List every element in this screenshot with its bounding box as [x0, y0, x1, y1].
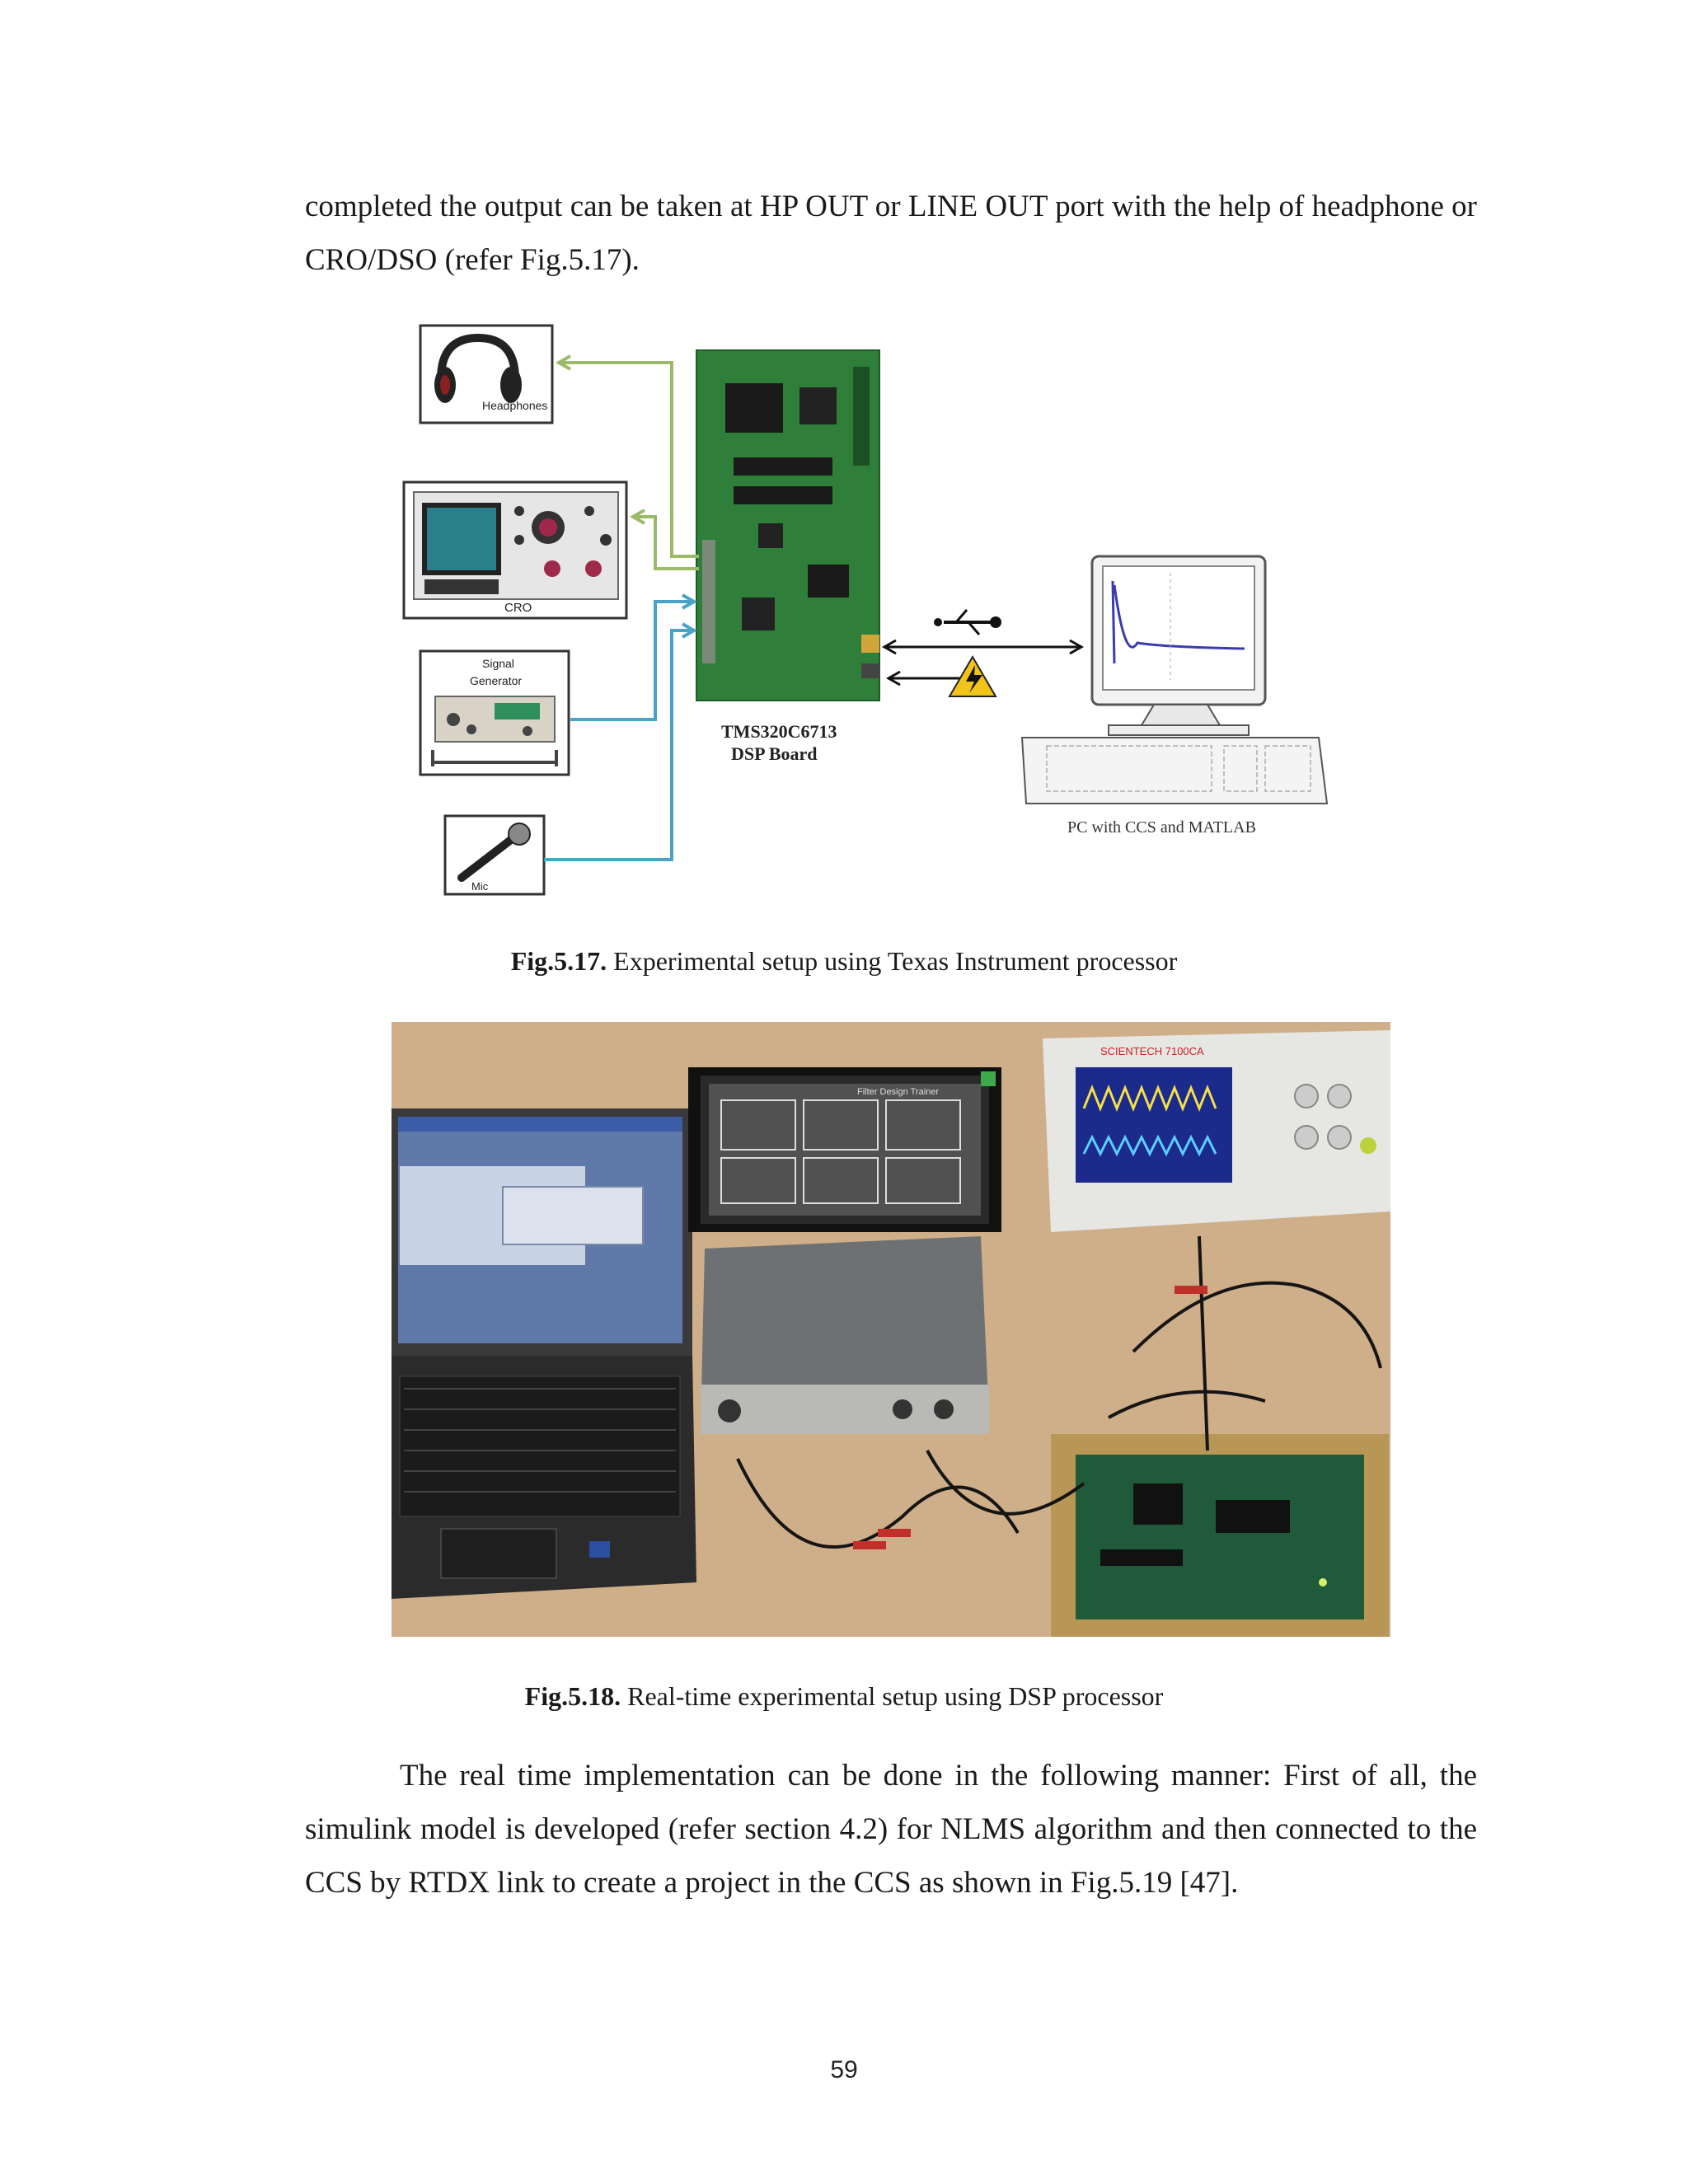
- figure-5-17-diagram: Headphones CRO Signal Generator Mic: [402, 324, 1329, 896]
- usb-link-arrows: [881, 639, 1085, 687]
- cables: [736, 1235, 1382, 1549]
- trainer-label: Filter Design Trainer: [857, 1087, 939, 1097]
- figure-5-17-caption-label: Fig.5.17.: [510, 946, 607, 976]
- signal-generator-device: Signal Generator: [419, 649, 570, 776]
- figure-5-18-caption: Fig.5.18. Real-time experimental setup u…: [0, 1681, 1688, 1712]
- mic-device: Mic: [443, 814, 546, 896]
- probe-clips: [853, 1286, 1207, 1549]
- page-number: 59: [830, 2056, 858, 2083]
- function-generator: [701, 1236, 989, 1434]
- board-label-line1: TMS320C6713: [721, 721, 837, 742]
- mic-label: Mic: [471, 880, 489, 893]
- headphones-device: Headphones: [419, 324, 554, 424]
- siggen-label-line2: Generator: [470, 674, 522, 687]
- power-warning-icon: [948, 655, 997, 697]
- real-time-implementation-paragraph: The real time implementation can be done…: [305, 1759, 1477, 1900]
- input-arrows: [544, 593, 698, 861]
- figure-5-18-photo: Filter Design Trainer SCIENTECH 7100CA: [392, 1022, 1390, 1637]
- dsp-board-photo: [1051, 1434, 1389, 1637]
- siggen-label-line1: Signal: [482, 657, 514, 670]
- usb-icon: [934, 609, 1001, 635]
- cro-label: CRO: [504, 601, 532, 615]
- figure-5-18-caption-text: Real-time experimental setup using DSP p…: [621, 1681, 1164, 1711]
- figure-5-18-caption-label: Fig.5.18.: [524, 1681, 621, 1711]
- pc-label: PC with CCS and MATLAB: [1067, 818, 1256, 837]
- headphones-label: Headphones: [482, 399, 547, 412]
- scope-brand-label: SCIENTECH 7100CA: [1100, 1045, 1204, 1057]
- oscilloscope: SCIENTECH 7100CA: [1043, 1030, 1390, 1232]
- pc-computer: PC with CCS and MATLAB: [1020, 555, 1329, 837]
- cro-device: CRO: [402, 480, 628, 620]
- output-arrows: [555, 354, 699, 570]
- figure-5-17-caption-text: Experimental setup using Texas Instrumen…: [607, 946, 1178, 976]
- trainer-kit: Filter Design Trainer: [688, 1067, 1001, 1232]
- dsp-board: TMS320C6713 DSP Board: [696, 349, 880, 764]
- board-label-line2: DSP Board: [731, 743, 818, 764]
- laptop: [392, 1108, 696, 1599]
- figure-5-17-caption: Fig.5.17. Experimental setup using Texas…: [0, 946, 1688, 977]
- intro-paragraph: completed the output can be taken at HP …: [305, 190, 1477, 277]
